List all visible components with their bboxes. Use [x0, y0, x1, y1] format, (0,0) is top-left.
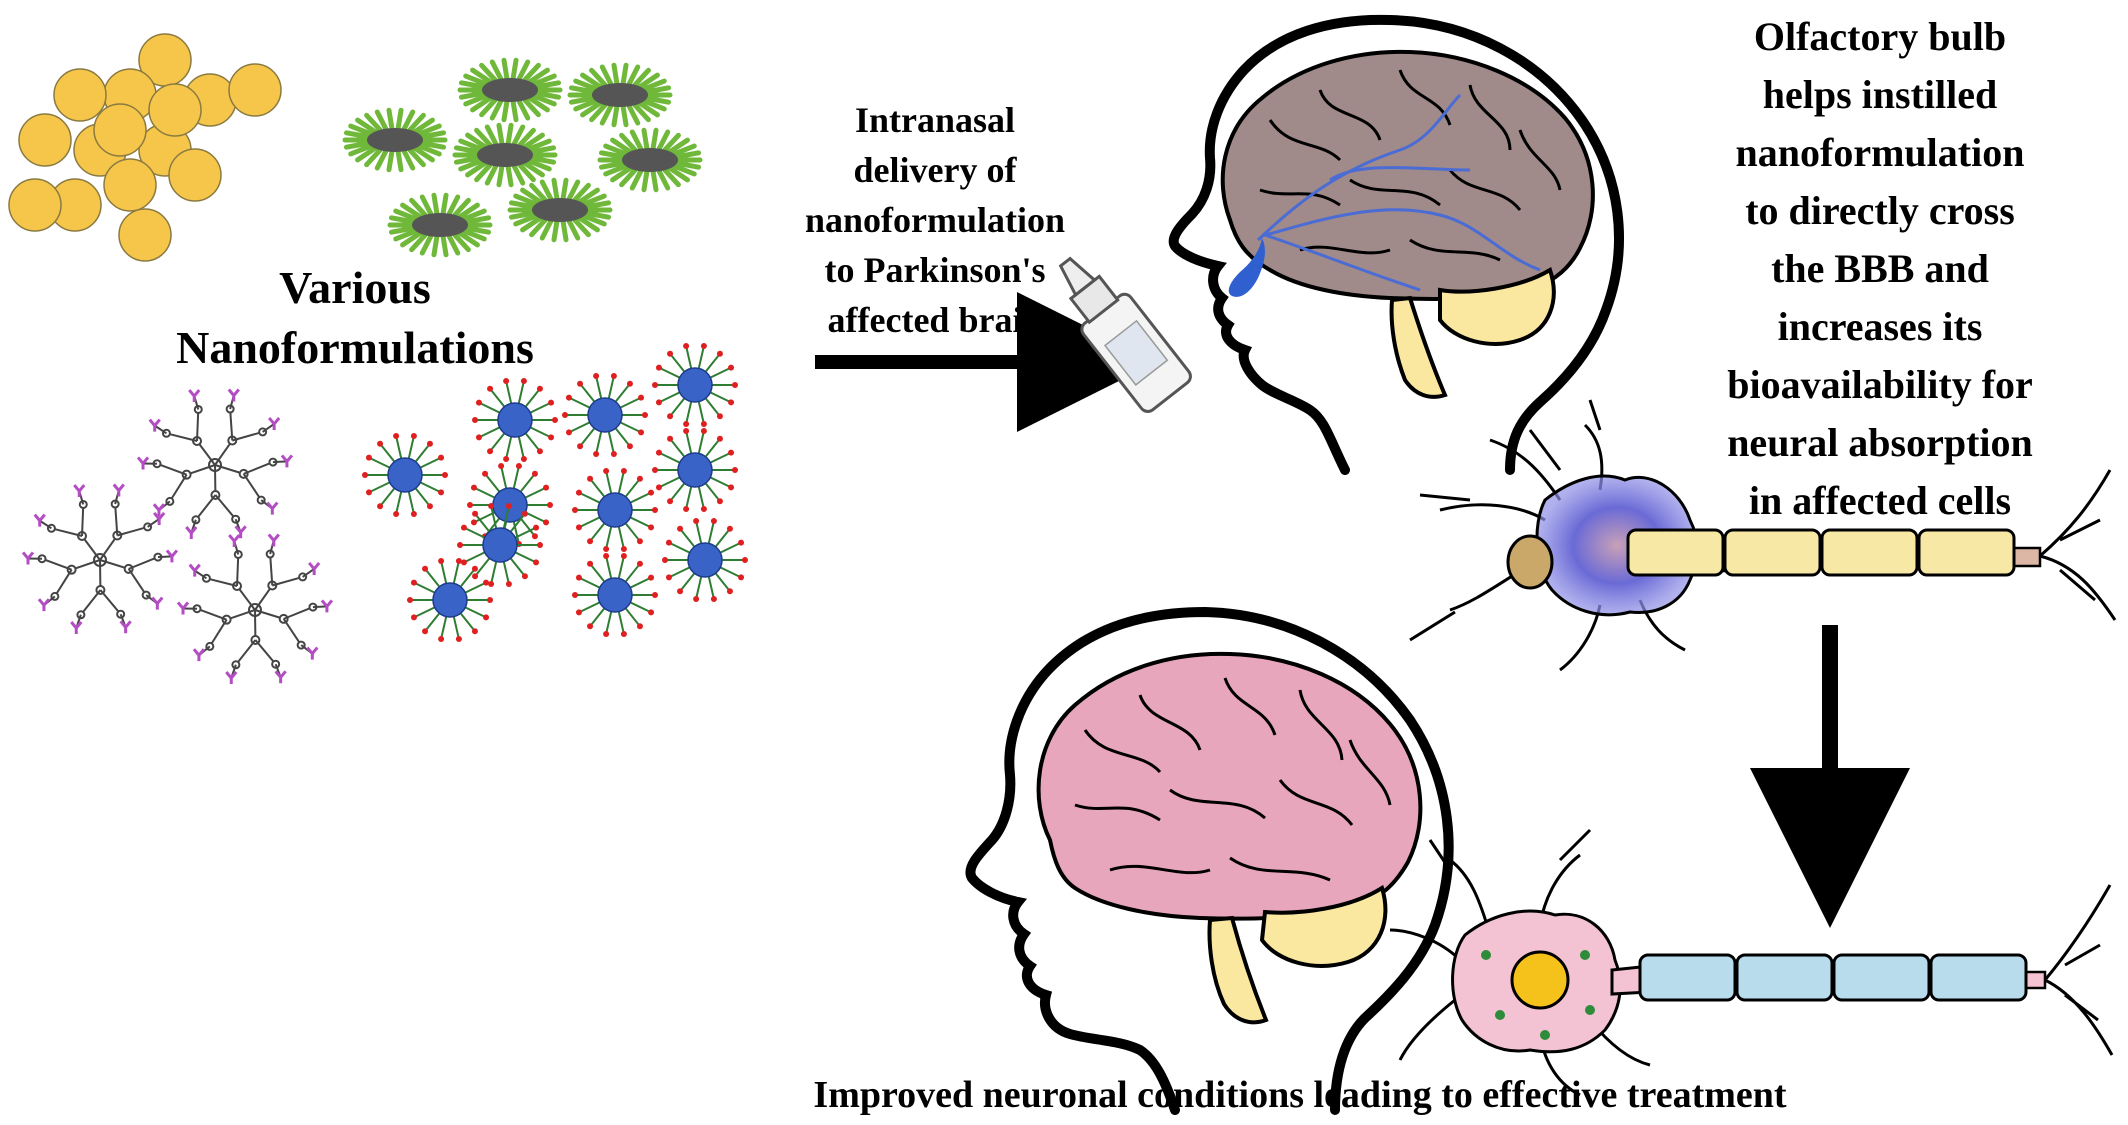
liposome-particle: [228, 63, 282, 117]
micelle-particle: [507, 177, 613, 243]
healthy-neuron-nucleus: [1510, 950, 1570, 1010]
nanoparticle: [457, 503, 543, 587]
healthy-myelin-sheath: [1929, 953, 2028, 1002]
nasal-spray-bottle-icon: [1058, 256, 1192, 413]
healthy-myelin-sheath: [1735, 953, 1834, 1002]
nanoformulation-drop-icon: [1228, 238, 1265, 297]
affected-neuron: [1409, 399, 2117, 672]
dendrimer-cluster: [21, 388, 334, 684]
nanoparticle: [562, 373, 648, 457]
intranasal-delivery-label: Intranasal delivery of nanoformulation t…: [755, 95, 1115, 345]
nanoparticle: [472, 378, 558, 462]
micelle-particle: [342, 107, 448, 173]
nanoparticle: [652, 428, 738, 512]
nanoparticle: [362, 433, 448, 517]
nanoparticle: [572, 468, 658, 552]
liposome-particle: [53, 68, 107, 122]
affected-myelin-sheath: [1723, 528, 1822, 577]
dendrimer-particle: [136, 388, 294, 539]
micelle-particle: [457, 57, 563, 123]
liposome-particle: [18, 113, 72, 167]
olfactory-bulb-label: Olfactory bulb helps instilled nanoformu…: [1650, 8, 2110, 530]
affected-neuron-nucleus: [1506, 534, 1554, 590]
liposome-cluster: [8, 33, 282, 262]
label-line: to directly cross: [1745, 188, 2015, 233]
nanoparticle: [662, 518, 748, 602]
label-line: Olfactory bulb: [1753, 14, 2007, 59]
nerve-pathways: [1256, 93, 1541, 292]
healthy-myelin-sheath: [1638, 953, 1737, 1002]
various-nanoformulations-label: Various Nanoformulations: [145, 258, 565, 378]
nanoparticle: [572, 553, 658, 637]
affected-head-icon: [1168, 14, 1624, 475]
healthy-myelin-sheath: [1832, 953, 1931, 1002]
liposome-particle: [148, 83, 202, 137]
healthy-cerebellum-icon: [1259, 884, 1388, 968]
label-line: Nanoformulations: [176, 322, 534, 373]
label-line: Intranasal: [854, 100, 1016, 140]
liposome-particle: [93, 103, 147, 157]
dendrimer-particle: [21, 483, 179, 634]
affected-cerebellum-icon: [1438, 267, 1556, 346]
micelle-particle: [452, 122, 558, 188]
affected-brain-icon: [1220, 49, 1595, 301]
label-line: nanoformulation: [804, 200, 1066, 240]
micelle-particle: [597, 127, 703, 193]
label-line: affected brain: [827, 300, 1043, 340]
liposome-particle: [103, 158, 157, 212]
label-line: helps instilled: [1762, 72, 1998, 117]
label-line: to Parkinson's: [824, 250, 1046, 290]
micelle-particle: [387, 192, 493, 258]
liposome-particle: [118, 208, 172, 262]
nanoparticle-cluster: [362, 343, 748, 642]
label-line: in affected cells: [1748, 478, 2012, 523]
label-line: the BBB and: [1771, 246, 1989, 291]
dendrimer-particle: [176, 533, 334, 684]
affected-myelin-sheath: [1626, 528, 1725, 577]
label-line: nanoformulation: [1735, 130, 2025, 175]
label-line: bioavailability for: [1727, 362, 2033, 407]
nanoparticle: [407, 558, 493, 642]
liposome-particle: [168, 148, 222, 202]
label-line: increases its: [1777, 304, 1983, 349]
affected-myelin-sheath: [1820, 528, 1919, 577]
healthy-head-icon: [965, 606, 1454, 1115]
micelle-particle: [567, 62, 673, 128]
liposome-particle: [8, 178, 62, 232]
nanoparticle: [652, 343, 738, 427]
label-line: delivery of: [853, 150, 1017, 190]
affected-neuron-soma: [1535, 474, 1699, 617]
micelle-cluster: [342, 57, 703, 258]
healthy-brain-icon: [1036, 651, 1423, 921]
improved-conditions-label: Improved neuronal conditions leading to …: [813, 1074, 1787, 1116]
healthy-neuron: [1389, 828, 2114, 1097]
affected-myelin-sheath: [1917, 528, 2016, 577]
label-line: neural absorption: [1727, 420, 2033, 465]
label-line: Various: [279, 262, 431, 313]
